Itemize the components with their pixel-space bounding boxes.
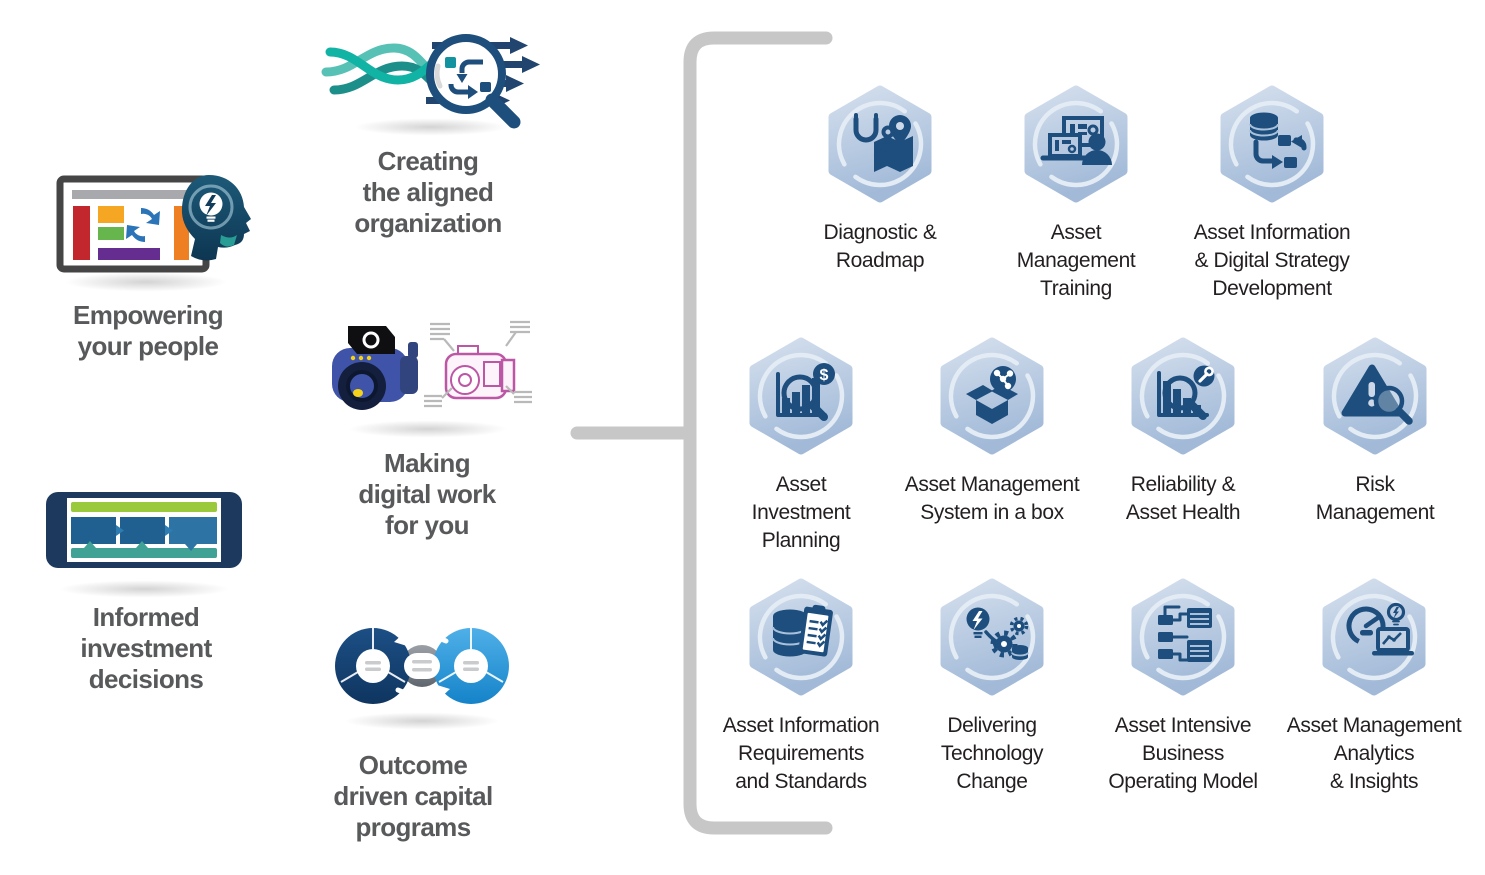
- service-label: Asset Investment Planning: [751, 473, 851, 552]
- icon-shadow: [62, 272, 230, 292]
- icon-shadow: [56, 580, 232, 598]
- service-label: Asset Information Requirements and Stand…: [722, 714, 880, 793]
- service-cell-risk: Risk Management: [1275, 337, 1475, 527]
- service-cell-operating-model: Asset Intensive Business Operating Model: [1083, 578, 1283, 796]
- middle-label-outcome: Outcome driven capital programs: [333, 750, 493, 842]
- service-cell-requirements: Asset Information Requirements and Stand…: [701, 578, 901, 796]
- service-label: Asset Management Analytics & Insights: [1286, 714, 1462, 793]
- svg-text:$: $: [820, 367, 829, 384]
- box-network-icon: [940, 337, 1044, 455]
- training-screens-person-icon: [1024, 85, 1128, 203]
- chart-magnifier-wrench-icon: [1131, 337, 1235, 455]
- outcome-loops-icon: [335, 628, 509, 704]
- left-label-empowering: Empowering your people: [72, 300, 224, 361]
- service-cell-digital-strategy: Asset Information & Digital Strategy Dev…: [1172, 85, 1372, 303]
- service-label: Reliability & Asset Health: [1125, 473, 1241, 524]
- chart-magnifier-dollar-icon: $: [749, 337, 853, 455]
- clipboard: [798, 604, 833, 657]
- icon-shadow: [346, 420, 510, 438]
- icon-shadow: [342, 712, 502, 730]
- service-label: Asset Information & Digital Strategy Dev…: [1193, 221, 1351, 300]
- middle-label-aligned: Creating the aligned organization: [354, 146, 502, 238]
- investment-tablet-icon: [46, 492, 242, 568]
- service-cell-tech-change: Delivering Technology Change: [892, 578, 1092, 796]
- service-cell-reliability: Reliability & Asset Health: [1083, 337, 1283, 527]
- middle-label-digital: Making digital work for you: [358, 448, 496, 540]
- service-cell-training: Asset Management Training: [976, 85, 1176, 303]
- service-label: Asset Management Training: [1016, 221, 1136, 300]
- service-cell-system-in-box: Asset Management System in a box: [892, 337, 1092, 527]
- refresh-arrow-icon: [126, 208, 160, 242]
- gauge-laptop-insight-icon: [1322, 578, 1426, 696]
- presentation-board-head-icon: [56, 175, 251, 273]
- warning-magnifier-icon: [1323, 337, 1427, 455]
- left-label-informed: Informed investment decisions: [80, 602, 212, 694]
- stethoscope-map-icon: [828, 85, 932, 203]
- circuit-connector-icon: [1131, 578, 1235, 696]
- annotation-lines: [424, 320, 532, 408]
- service-label: Diagnostic & Roadmap: [823, 221, 937, 272]
- database-flowchart-icon: [1220, 85, 1324, 203]
- bulb-gears-icon: [940, 578, 1044, 696]
- service-cell-diagnostic-roadmap: Diagnostic & Roadmap: [780, 85, 980, 275]
- digital-twin-pump: [444, 345, 516, 400]
- service-label: Risk Management: [1315, 473, 1435, 524]
- flowchart-in-lens: [445, 57, 491, 99]
- service-cell-analytics: Asset Management Analytics & Insights: [1274, 578, 1474, 796]
- service-cell-investment-planning: $ Asset Investment Planning: [701, 337, 901, 555]
- icon-shadow: [352, 118, 510, 136]
- physical-pump: [332, 326, 418, 410]
- head-lightbulb-icon: [181, 175, 251, 261]
- service-label: Asset Management System in a box: [904, 473, 1080, 524]
- alignment-magnifier-arrows-icon: [321, 34, 540, 129]
- service-label: Asset Intensive Business Operating Model: [1108, 714, 1258, 793]
- service-label: Delivering Technology Change: [940, 714, 1044, 793]
- digital-twin-pumps-icon: [332, 320, 532, 410]
- database-checklist-icon: [749, 578, 853, 696]
